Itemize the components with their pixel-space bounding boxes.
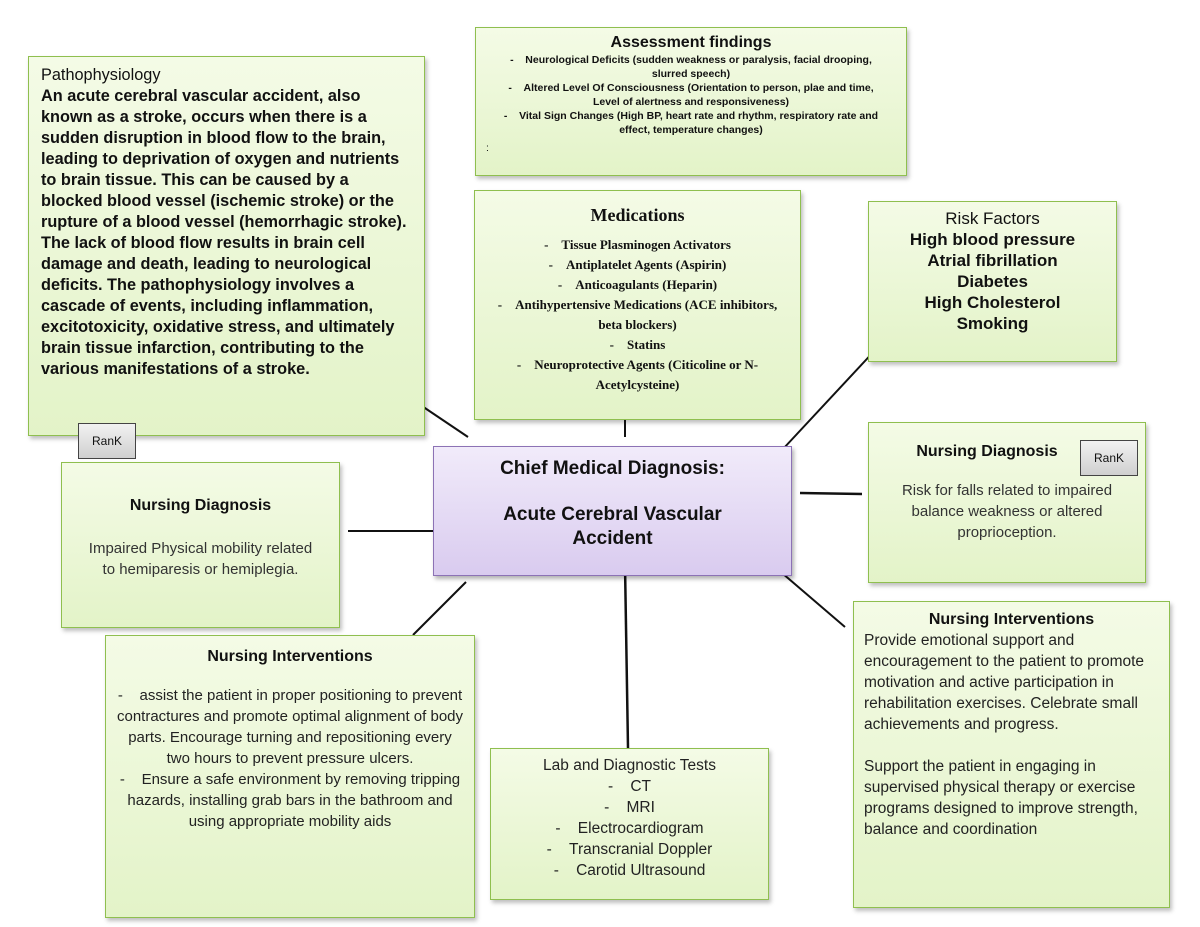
pathophysiology-text: An acute cerebral vascular accident, als… [41,87,407,378]
chief-diagnosis-box: Chief Medical Diagnosis: Acute Cerebral … [433,446,792,576]
chief-diagnosis-label: Chief Medical Diagnosis: [500,458,725,479]
assessment-item: Neurological Deficits (sudden weakness o… [500,53,882,81]
nursing-diagnosis-right-text: Risk for falls related to impaired balan… [901,482,1113,541]
intervention-item: assist the patient in proper positioning… [116,685,464,769]
lab-test-item: CT [499,776,760,797]
medications-title: Medications [590,205,685,225]
medication-item: Statins [491,335,784,355]
assessment-trailing: : [486,142,489,154]
interventions-left-title: Nursing Interventions [207,648,373,665]
risk-factors-box: Risk Factors High blood pressure Atrial … [868,201,1117,362]
interventions-right-title: Nursing Interventions [928,611,1095,628]
assessment-item: Altered Level Of Consciousness (Orientat… [500,81,882,109]
interventions-right-para1: Provide emotional support and encouragem… [864,632,1145,733]
connector-interv-right [774,566,846,628]
assessment-item: Vital Sign Changes (High BP, heart rate … [500,109,882,137]
interventions-right-para2: Support the patient in engaging in super… [864,758,1138,838]
lab-test-item: MRI [499,797,760,818]
risk-factor-item: Diabetes [957,272,1028,291]
risk-factors-title: Risk Factors [945,209,1040,228]
risk-factor-item: Smoking [956,314,1029,333]
chief-diagnosis-value: Acute Cerebral Vascular Accident [503,504,722,549]
lab-test-item: Electrocardiogram [499,818,760,839]
lab-tests-box: Lab and Diagnostic Tests CT MRI Electroc… [490,748,769,900]
intervention-item: Ensure a safe environment by removing tr… [116,769,464,832]
interventions-left-box: Nursing Interventions assist the patient… [105,635,475,918]
medications-box: Medications Tissue Plasminogen Activator… [474,190,801,420]
lab-tests-title: Lab and Diagnostic Tests [543,757,716,774]
lab-test-item: Carotid Ultrasound [499,860,760,881]
medication-item: Neuroprotective Agents (Citicoline or N-… [491,355,784,395]
connector-lab [623,564,630,749]
medication-item: Antiplatelet Agents (Aspirin) [491,255,784,275]
nursing-diagnosis-right-title: Nursing Diagnosis [916,443,1058,460]
rank-button-right[interactable]: RanK [1080,440,1138,476]
interventions-right-box: Nursing Interventions Provide emotional … [853,601,1170,908]
connector-interv-left [412,581,467,636]
pathophysiology-title: Pathophysiology [41,66,161,84]
assessment-box: Assessment findings Neurological Deficit… [475,27,907,176]
risk-factor-item: High blood pressure [909,230,1076,249]
risk-factor-item: High Cholesterol [924,293,1061,312]
nursing-diagnosis-left-title: Nursing Diagnosis [129,497,272,514]
connector-dx-right [799,491,863,496]
lab-test-item: Transcranial Doppler [499,839,760,860]
nursing-diagnosis-left-text: Impaired Physical mobility related to he… [88,540,313,578]
medication-item: Antihypertensive Medications (ACE inhibi… [491,295,784,335]
nursing-diagnosis-left-box: Nursing Diagnosis Impaired Physical mobi… [61,462,340,628]
medication-item: Tissue Plasminogen Activators [491,235,784,255]
medication-item: Anticoagulants (Heparin) [491,275,784,295]
rank-button-left[interactable]: RanK [78,423,136,459]
risk-factor-item: Atrial fibrillation [927,251,1058,270]
connector-risk [782,346,879,450]
assessment-title: Assessment findings [610,34,772,51]
pathophysiology-box: Pathophysiology An acute cerebral vascul… [28,56,425,436]
